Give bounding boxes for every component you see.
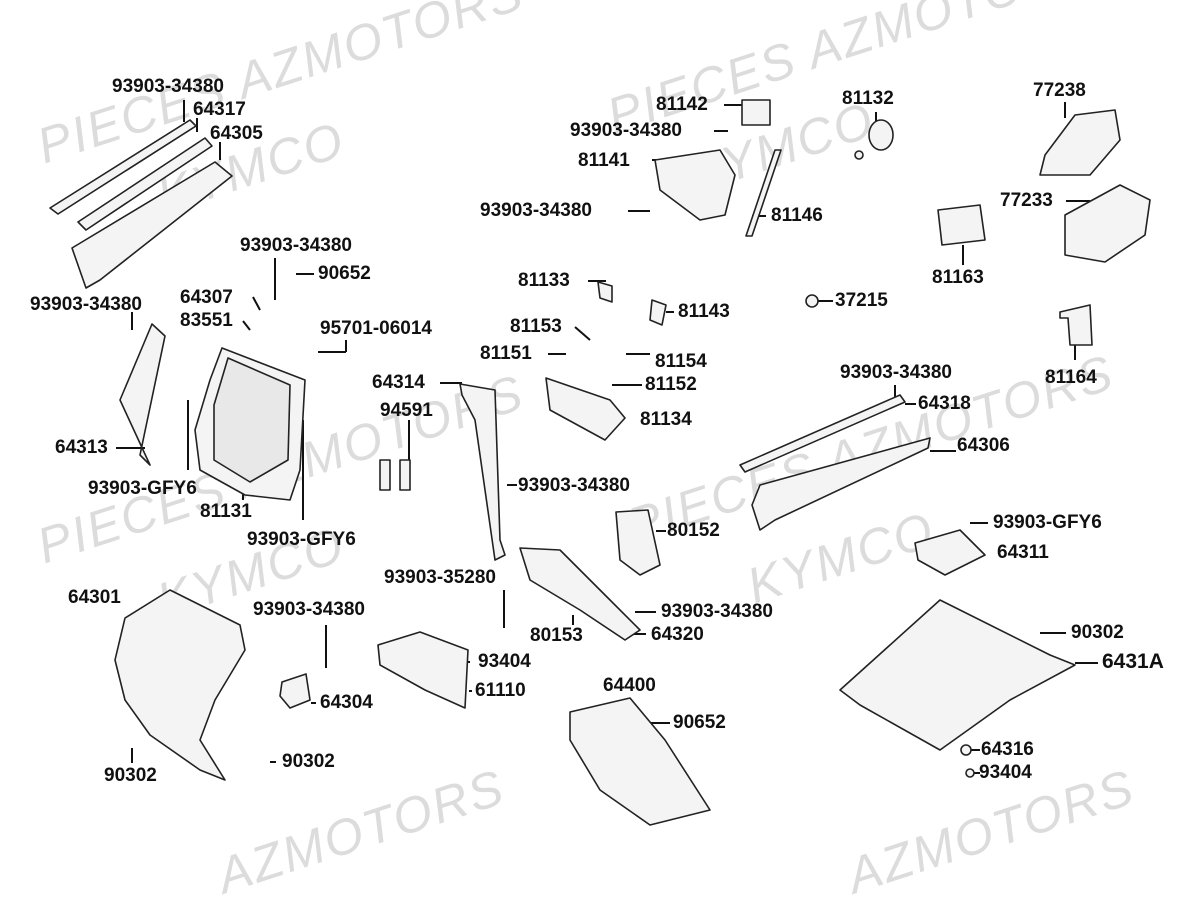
part-label: 64317 xyxy=(193,99,246,120)
part-label: 93903-35280 xyxy=(384,567,496,588)
part-label: 64307 xyxy=(180,287,233,308)
part-label: 93903-GFY6 xyxy=(993,512,1102,533)
part-label: 81154 xyxy=(655,351,707,372)
part-label: 81131 xyxy=(200,501,252,522)
part-label: 64313 xyxy=(55,437,108,458)
part-label: 90652 xyxy=(673,712,726,733)
part-label: 81141 xyxy=(578,150,630,171)
part-label: 95701-06014 xyxy=(320,318,432,339)
part-label: 80153 xyxy=(530,625,583,646)
part-label: 93903-34380 xyxy=(570,120,682,141)
part-label: 93903-GFY6 xyxy=(247,529,356,550)
part-label: 93903-34380 xyxy=(480,200,592,221)
part-label: 64306 xyxy=(957,435,1010,456)
part-label: 77233 xyxy=(1000,190,1053,211)
part-label: 64320 xyxy=(651,624,704,645)
part-label: 93903-34380 xyxy=(30,294,142,315)
part-label: 81163 xyxy=(932,267,984,288)
part-label: 94591 xyxy=(380,400,433,421)
part-label: 77238 xyxy=(1033,80,1086,101)
part-label: 90302 xyxy=(104,765,157,786)
part-label: 81142 xyxy=(656,94,708,115)
part-label: 81146 xyxy=(771,205,823,226)
part-label: 64305 xyxy=(210,123,263,144)
part-label: 64314 xyxy=(372,372,425,393)
part-label: 6431A xyxy=(1102,650,1164,673)
part-label: 93903-34380 xyxy=(240,235,352,256)
part-label: 81164 xyxy=(1045,367,1097,388)
part-label: 93903-34380 xyxy=(840,362,952,383)
part-label: 64400 xyxy=(603,675,656,696)
part-label: 61110 xyxy=(475,680,526,701)
part-label: 90652 xyxy=(318,263,371,284)
part-label: 81151 xyxy=(480,343,532,364)
part-label: 93903-34380 xyxy=(253,599,365,620)
part-label: 80152 xyxy=(667,520,720,541)
part-label: 93903-34380 xyxy=(661,601,773,622)
part-label: 64304 xyxy=(320,692,373,713)
part-label: 81153 xyxy=(510,316,562,337)
part-label: 93903-GFY6 xyxy=(88,478,197,499)
part-label: 64316 xyxy=(981,739,1034,760)
part-label: 93903-34380 xyxy=(112,76,224,97)
part-label: 64311 xyxy=(997,542,1049,563)
part-label: 83551 xyxy=(180,310,233,331)
part-label: 90302 xyxy=(1071,622,1124,643)
part-label: 93903-34380 xyxy=(518,475,630,496)
part-label: 64318 xyxy=(918,393,971,414)
part-label: 93404 xyxy=(478,651,531,672)
part-label: 81132 xyxy=(842,88,894,109)
part-label: 64301 xyxy=(68,587,121,608)
part-label: 81152 xyxy=(645,374,697,395)
part-label: 81133 xyxy=(518,270,570,291)
part-label: 81134 xyxy=(640,409,692,430)
part-label: 37215 xyxy=(835,290,888,311)
part-label: 93404 xyxy=(979,762,1032,783)
part-label: 90302 xyxy=(282,751,335,772)
part-label: 81143 xyxy=(678,301,730,322)
